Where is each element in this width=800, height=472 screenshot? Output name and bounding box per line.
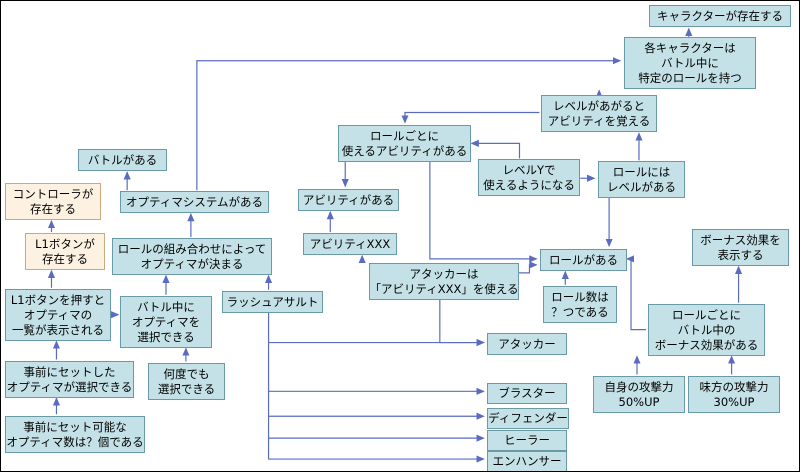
node-label-line: 使えるようになる <box>483 177 575 192</box>
node-label-line: アタッカー <box>498 336 556 351</box>
node-role-count[interactable]: ロール数は？つである <box>543 286 617 323</box>
node-preset-optima-selectable[interactable]: 事前にセットしたオプティマが選択できる <box>5 361 134 398</box>
edge-rush-assault-to-enhancer <box>267 438 485 463</box>
node-attacker-uses-ability-xxx[interactable]: アタッカーは「アビリティXXX」を使える <box>369 263 519 300</box>
node-label-line: オプティマシステムがある <box>126 194 263 209</box>
node-blaster[interactable]: ブラスター <box>487 383 567 404</box>
node-label-line: ロールの組み合わせによって <box>117 241 267 256</box>
node-label-line: アビリティXXX <box>309 236 391 251</box>
node-label-line: 30%UP <box>713 394 755 409</box>
node-select-optima-in-battle[interactable]: バトル中にオプティマを選択できる <box>120 296 212 348</box>
node-label-line: ロールがある <box>549 252 618 267</box>
node-label-line: レベルYで <box>502 162 556 177</box>
edge-rush-assault-to-attacker <box>267 311 485 347</box>
node-role-exists[interactable]: ロールがある <box>540 249 627 271</box>
edge-level-y-usable-to-role-usable-abilities <box>470 139 521 159</box>
node-label-line: ロールには <box>612 164 671 179</box>
node-each-character-has-role[interactable]: 各キャラクターはバトル中に特定のロールを持つ <box>624 37 756 89</box>
node-label-line: 各キャラクターは <box>644 40 736 55</box>
node-label-line: 存在する <box>30 201 76 216</box>
node-label-line: バトル中に <box>661 55 719 70</box>
node-character-exists[interactable]: キャラクターが存在する <box>649 5 791 27</box>
node-label-line: 何度でも <box>163 366 210 381</box>
node-label-line: ディフェンダー <box>488 411 568 425</box>
node-label-line: 「アビリティXXX」を使える <box>369 281 519 296</box>
node-label-line: レベルがあがると <box>553 98 645 113</box>
node-label-line: ロールごとに <box>672 307 741 322</box>
node-l1-button-exists[interactable]: L1ボタンが存在する <box>25 233 105 270</box>
node-ability-xxx[interactable]: アビリティXXX <box>303 233 397 255</box>
edge-role-usable-abilities-to-role-exists <box>429 161 538 263</box>
node-label-line: オプティマが選択できる <box>6 379 133 394</box>
node-label-line: ？つである <box>551 304 609 319</box>
node-role-combination-decides-optima[interactable]: ロールの組み合わせによってオプティマが決まる <box>112 238 272 275</box>
node-label-line: 表示する <box>717 247 764 262</box>
node-presettable-optima-count[interactable]: 事前にセット可能なオプティマ数は？個である <box>5 416 145 453</box>
edge-attacker-uses-ability-xxx-to-attacker <box>439 298 485 347</box>
node-defender[interactable]: ディフェンダー <box>487 408 569 429</box>
node-label-line: キャラクターが存在する <box>656 8 784 23</box>
edge-role-bonus-in-battle-to-role-exists <box>625 255 646 331</box>
node-label-line: 存在する <box>42 251 88 266</box>
node-label-line: オプティマ数は？個である <box>6 434 144 449</box>
edge-levelup-learn-ability-to-role-usable-abilities <box>401 111 540 124</box>
node-label-line: 選択できる <box>157 381 216 396</box>
node-label-line: ラッシュアサルト <box>226 294 319 309</box>
node-label-line: 事前にセットした <box>23 364 116 379</box>
node-label-line: オプティマが決まる <box>140 256 244 271</box>
node-select-any-times[interactable]: 何度でも選択できる <box>148 363 225 400</box>
node-label-line: ブラスター <box>498 386 556 400</box>
node-label-line: 事前にセット可能な <box>23 419 127 434</box>
node-role-bonus-in-battle[interactable]: ロールごとにバトル中のボーナス効果がある <box>648 304 765 356</box>
node-label-line: L1ボタンを押すと <box>10 292 106 307</box>
node-label-line: ロールごとに <box>370 128 439 143</box>
node-label-line: 一覧が表示される <box>12 322 104 337</box>
node-enhancer[interactable]: エンハンサー <box>487 451 567 471</box>
node-attacker[interactable]: アタッカー <box>487 333 567 355</box>
edge-rush-assault-to-defender <box>267 391 485 420</box>
node-label-line: オプティマを <box>131 314 201 329</box>
node-label-line: バトルがある <box>87 152 158 167</box>
node-label-line: ロール数は <box>551 289 609 304</box>
node-label-line: バトル中に <box>137 299 195 314</box>
node-controller-exists[interactable]: コントローラが存在する <box>5 183 101 220</box>
node-label-line: 50%UP <box>618 394 660 409</box>
edge-optima-system-exists-to-each-character-has-role <box>196 57 622 191</box>
node-label-line: 自身の攻撃力 <box>604 379 674 394</box>
node-l1-press-shows-list[interactable]: L1ボタンを押すとオプティマの一覧が表示される <box>5 289 111 341</box>
node-label-line: バトル中の <box>677 322 736 337</box>
node-level-y-usable[interactable]: レベルYで使えるようになる <box>478 159 580 196</box>
node-optima-system-exists[interactable]: オプティマシステムがある <box>120 191 269 213</box>
node-rush-assault[interactable]: ラッシュアサルト <box>222 291 323 313</box>
edge-rush-assault-to-blaster <box>267 342 485 395</box>
node-label-line: アビリティがある <box>302 192 395 207</box>
node-label-line: ヒーラー <box>504 433 550 447</box>
node-levelup-learn-ability[interactable]: レベルがあがるとアビリティを覚える <box>541 95 657 132</box>
edge-attacker-uses-ability-xxx-to-role-exists <box>517 261 538 274</box>
node-label-line: コントローラが <box>12 186 94 201</box>
node-label-line: 味方の攻撃力 <box>699 379 769 394</box>
node-label-line: ボーナス効果を <box>700 232 781 247</box>
node-healer[interactable]: ヒーラー <box>487 430 567 451</box>
node-label-line: ボーナス効果がある <box>654 337 759 352</box>
node-ability-exists[interactable]: アビリティがある <box>298 189 399 211</box>
node-label-line: L1ボタンが <box>35 236 95 251</box>
node-label-line: エンハンサー <box>492 454 562 468</box>
node-label-line: 特定のロールを持つ <box>638 70 742 85</box>
node-role-usable-abilities[interactable]: ロールごとに使えるアビリティがある <box>338 125 471 162</box>
node-label-line: アタッカーは <box>409 266 479 281</box>
edge-rush-assault-to-healer <box>267 416 485 442</box>
node-label-line: 使えるアビリティがある <box>341 143 468 158</box>
node-battle-exists[interactable]: バトルがある <box>78 149 167 171</box>
node-show-bonus-effect[interactable]: ボーナス効果を表示する <box>692 229 789 266</box>
node-label-line: オプティマの <box>23 307 93 322</box>
node-label-line: 選択できる <box>137 329 195 344</box>
node-label-line: レベルがある <box>607 179 676 194</box>
node-role-has-level[interactable]: ロールにはレベルがある <box>598 161 685 198</box>
node-label-line: アビリティを覚える <box>547 113 651 128</box>
